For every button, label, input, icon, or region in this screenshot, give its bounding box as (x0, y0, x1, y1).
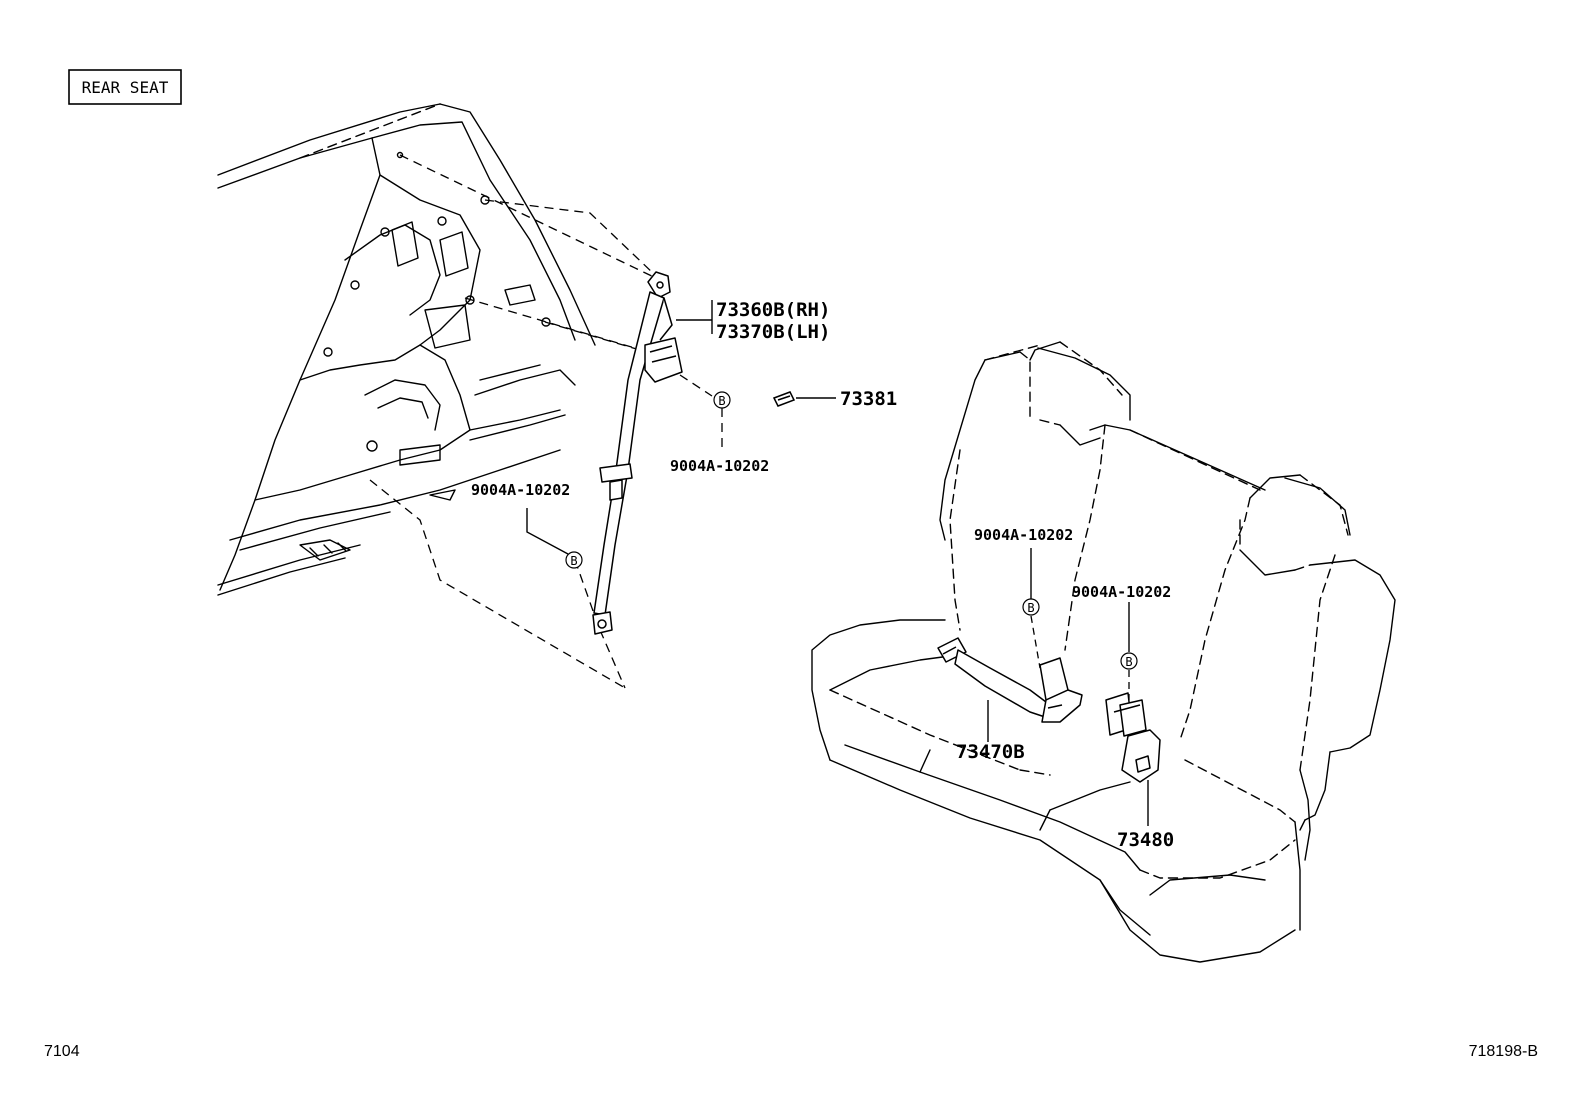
seat-leader-dashes (1030, 615, 1130, 700)
part-label-73480: 73480 (1117, 829, 1174, 851)
retractor-leader (676, 300, 713, 334)
bolt-lower-leader (526, 508, 569, 555)
part-label-bolt-seat-right: 9004A-10202 (1072, 583, 1171, 601)
footer-page-code: 7104 (44, 1043, 80, 1060)
part-label-73381: 73381 (840, 388, 897, 410)
part-label-73370b: 73370B(LH) (716, 321, 830, 343)
bolt-marker-seat-right: B (1120, 652, 1138, 670)
buckle-73480 (1105, 692, 1161, 783)
bolt-marker-seat-left: B (1022, 598, 1040, 616)
bolt-marker-upper: B (713, 391, 731, 409)
part-label-bolt-seat-left: 9004A-10202 (974, 526, 1073, 544)
left-leader-lines (369, 154, 723, 689)
quarter-panel-illustration (217, 103, 596, 596)
rear-seat-illustration (811, 341, 1396, 963)
buckle-73470b (937, 637, 1083, 723)
part-label-73360b: 73360B(RH) (716, 299, 830, 321)
bolt-marker-lower: B (565, 551, 583, 569)
bolt-marker-upper-text: B (718, 394, 725, 408)
footer-illustration-id: 718198-B (1469, 1043, 1538, 1060)
shoulder-belt-assembly (592, 271, 683, 635)
part-label-bolt-lower: 9004A-10202 (471, 481, 570, 499)
bolt-marker-lower-text: B (570, 554, 577, 568)
seat-leader-lines (987, 548, 1149, 826)
section-label: REAR SEAT (68, 69, 182, 105)
section-label-text: REAR SEAT (82, 78, 169, 97)
bolt-marker-seat-right-text: B (1125, 655, 1132, 669)
bolt-marker-seat-left-text: B (1027, 601, 1034, 615)
part-label-bolt-upper: 9004A-10202 (670, 457, 769, 475)
clip-73381 (772, 391, 796, 407)
part-label-73470b: 73470B (956, 741, 1025, 763)
